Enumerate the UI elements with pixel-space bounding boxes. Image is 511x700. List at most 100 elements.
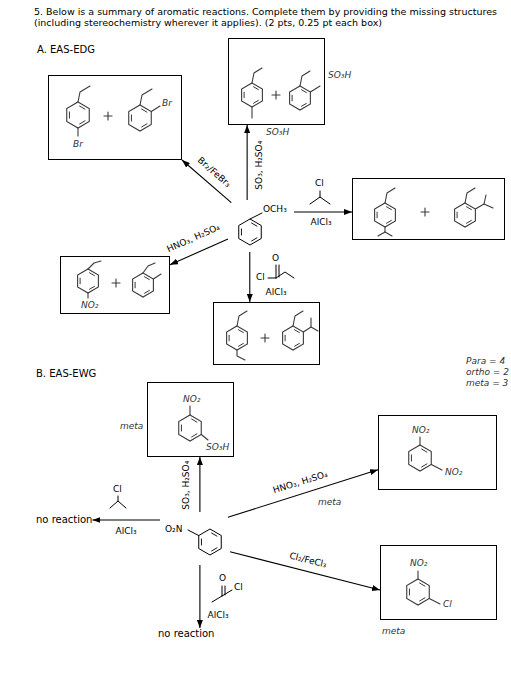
handwritten-group: NO₂ (410, 558, 427, 568)
product-box: NO₂ (60, 256, 170, 314)
product-box (352, 178, 505, 240)
result-text: no reaction (158, 628, 214, 640)
double-bond (211, 548, 217, 551)
double-bond (191, 434, 197, 437)
hand-drawn-ring (67, 102, 90, 128)
double-bond (238, 343, 244, 346)
hand-drawn-bond (107, 112, 108, 120)
atom-label: Cl (315, 178, 324, 188)
atom-label: Cl (256, 272, 265, 282)
hand-drawn-bond (293, 311, 303, 326)
hand-drawn-ring (78, 269, 99, 293)
double-bond (292, 95, 293, 101)
ring-outline (455, 203, 476, 227)
bond-line (250, 213, 262, 219)
result-text: no reaction (36, 514, 92, 526)
ring-outline (290, 86, 311, 110)
double-bond (411, 455, 412, 462)
hand-drawn-bond (429, 599, 440, 605)
double-bond (409, 589, 410, 596)
product-box: NO₂NO₂ (378, 415, 497, 490)
hand-drawn-bond (300, 71, 310, 86)
ring-outline (67, 102, 90, 128)
hand-drawn-bond (419, 437, 420, 445)
reaction-arrow (92, 519, 160, 520)
double-bond (294, 343, 300, 346)
double-bond (251, 223, 257, 226)
hand-drawn-bond (385, 188, 395, 203)
hand-drawn-bond (237, 311, 247, 326)
hand-drawn-bond (189, 406, 190, 415)
double-bond (229, 335, 230, 341)
hand-drawn-bond (115, 279, 116, 287)
double-bond (251, 238, 257, 241)
handwritten-note: Para = 4 (466, 356, 505, 366)
double-bond (466, 207, 472, 210)
bond-line (310, 197, 330, 204)
hand-drawn-bond (378, 232, 385, 236)
double-bond (89, 273, 95, 276)
hand-drawn-bond (88, 261, 101, 269)
bond-line (212, 596, 222, 602)
handwritten-note: meta (318, 497, 341, 507)
double-bond (377, 212, 378, 218)
hand-drawn-ring (283, 326, 304, 350)
hand-drawn-bond (417, 571, 418, 579)
reaction-arrow (199, 565, 200, 628)
hand-drawn-bond (275, 91, 276, 99)
double-bond (301, 103, 307, 106)
hand-drawn-bond (77, 128, 78, 136)
double-bond (294, 330, 300, 333)
handwritten-note: meta = 3 (466, 378, 508, 388)
starting-molecule: OCH₃ (228, 200, 294, 252)
double-bond (69, 112, 70, 119)
double-bond (79, 106, 85, 109)
reaction-arrow (247, 125, 248, 200)
double-bond (386, 207, 392, 210)
hand-drawn-bond (431, 465, 442, 471)
hand-drawn-bond (303, 318, 311, 332)
section-heading: B. EAS-EWG (36, 368, 96, 380)
hand-drawn-ring (375, 203, 396, 227)
handwritten-note: meta (382, 626, 405, 636)
double-bond (144, 290, 150, 293)
double-bond (141, 109, 147, 112)
hand-drawn-bond (311, 327, 318, 331)
double-bond (238, 330, 244, 333)
hand-drawn-bond (385, 232, 392, 236)
ring-outline (78, 269, 99, 293)
bond-line (222, 590, 232, 596)
hand-drawn-bond (465, 188, 475, 203)
ring-outline (283, 326, 304, 350)
double-bond (241, 229, 242, 236)
hand-drawn-ring (129, 105, 152, 131)
hand-drawn-bond (475, 204, 493, 209)
result-text: no reaction (36, 514, 92, 526)
atom-label: O (272, 253, 279, 263)
reagent-label: SO₃, H₂SO₄ (254, 140, 264, 191)
double-bond (201, 539, 202, 546)
handwritten-note: SO₃H (266, 127, 289, 137)
reaction-arrow (294, 211, 352, 212)
atom-label: Cl (234, 582, 243, 592)
hand-drawn-bond (251, 107, 252, 118)
double-bond (79, 121, 85, 124)
hand-drawn-bond (237, 350, 245, 360)
benzene-ring (239, 219, 262, 245)
reagent-label: HNO₃, H₂SO₄ (164, 221, 222, 254)
reaction-arrow (249, 252, 250, 302)
ring-outline (227, 326, 248, 350)
hand-drawn-ring (455, 203, 476, 227)
bond-line (118, 496, 119, 501)
hand-drawn-bond (310, 86, 320, 92)
bond-line (279, 265, 280, 277)
double-bond (181, 425, 182, 432)
hand-drawn-bond (78, 86, 90, 102)
ring-outline (199, 529, 222, 555)
group-label: O₂N (165, 524, 182, 534)
reagent-label: AlCl₃ (114, 526, 137, 536)
ring-outline (409, 445, 432, 471)
bond-line (276, 265, 277, 278)
double-bond (421, 449, 427, 452)
